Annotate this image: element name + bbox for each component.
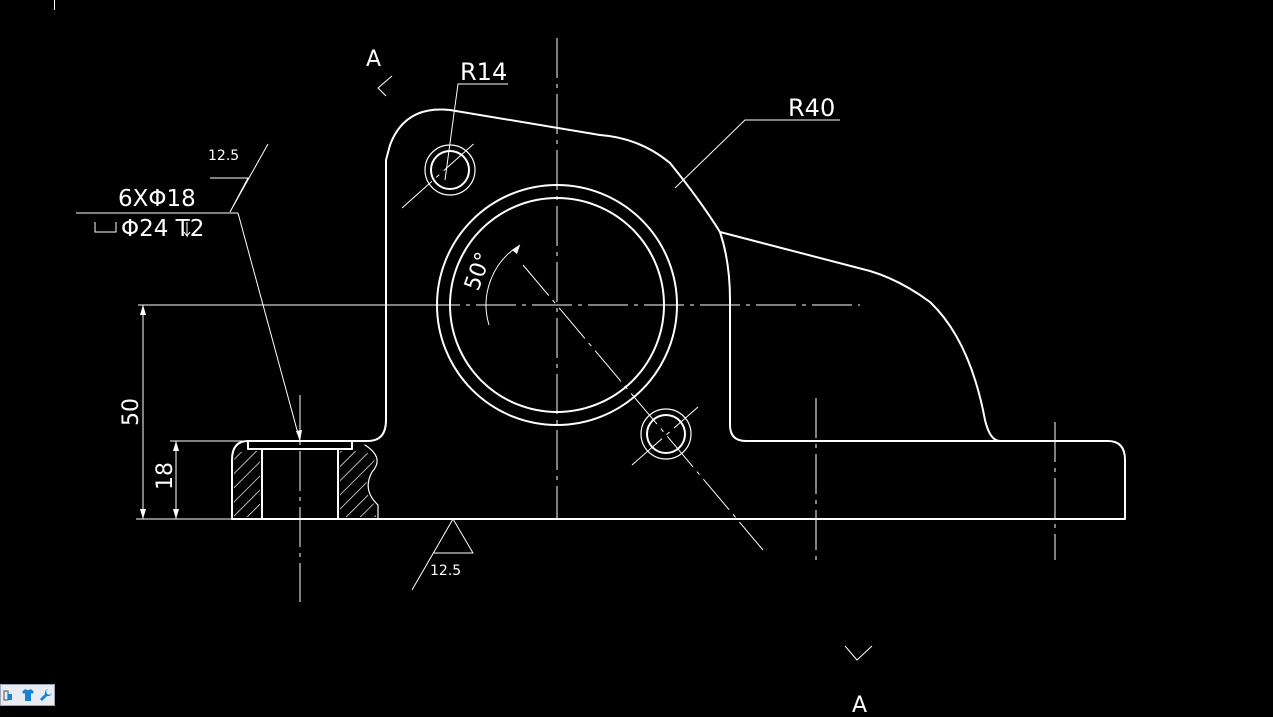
break-line <box>364 444 379 520</box>
label-section-a-top: A <box>366 47 381 72</box>
depth-symbol <box>183 222 191 238</box>
label-surface-finish-top: 12.5 <box>208 148 239 164</box>
label-angle: 50° <box>460 249 497 294</box>
label-dim-50: 50 <box>119 398 144 426</box>
bottom-toolbar <box>0 684 55 706</box>
center-line-diagonal <box>522 264 764 551</box>
corner-tick <box>54 0 55 10</box>
surface-finish-bottom-symbol <box>411 518 474 591</box>
angle-arc <box>485 244 521 326</box>
hatch-right <box>340 451 376 517</box>
counterbore-symbol <box>94 222 117 233</box>
dimension-lines <box>76 75 873 661</box>
arrow-50-top <box>140 305 146 315</box>
leader-r14 <box>444 83 508 181</box>
bore-inner-circle <box>449 197 665 413</box>
shirt-icon[interactable] <box>20 687 36 703</box>
label-radius-r40: R40 <box>788 94 835 122</box>
layers-icon[interactable] <box>2 687 18 703</box>
center-line-top-hole-diag <box>401 139 479 209</box>
part-outline <box>231 108 1126 520</box>
wrench-icon[interactable] <box>38 687 54 703</box>
surface-finish-top-symbol <box>210 143 269 213</box>
arrow-50-bottom <box>140 509 146 519</box>
leader-r40 <box>674 119 840 189</box>
label-dim-18: 18 <box>153 462 178 490</box>
center-line-bottom-hole-diag <box>631 406 699 466</box>
bottom-hole-outer <box>640 408 692 460</box>
center-lines <box>299 38 1056 602</box>
label-hole-note-line1: 6XΦ18 <box>118 186 196 212</box>
bottom-hole-inner <box>646 414 686 454</box>
base-right-inner <box>729 299 1001 442</box>
counterbore-top <box>247 440 353 450</box>
top-hole-outer <box>424 144 476 196</box>
label-section-a-bottom: A <box>852 693 867 717</box>
bore-outer-circle <box>436 184 678 426</box>
arrow-18-top <box>173 441 179 451</box>
arrow-18-bottom <box>173 509 179 519</box>
arrowheads <box>140 245 520 519</box>
main-bore <box>436 184 678 426</box>
label-hole-note-line2: Φ24 T2 <box>121 216 204 242</box>
section-arrow-bottom <box>844 645 873 661</box>
bore-side-right <box>719 231 731 301</box>
label-radius-r14: R14 <box>460 58 507 86</box>
arrow-hole-leader <box>296 430 302 441</box>
section-arrow-top <box>377 75 393 97</box>
arrow-angle <box>512 245 520 254</box>
top-hole-inner <box>430 150 470 190</box>
hatch-left <box>234 451 260 517</box>
section-hatching <box>234 451 376 517</box>
leader-hole-note <box>237 212 301 442</box>
label-surface-finish-bottom: 12.5 <box>430 563 461 579</box>
